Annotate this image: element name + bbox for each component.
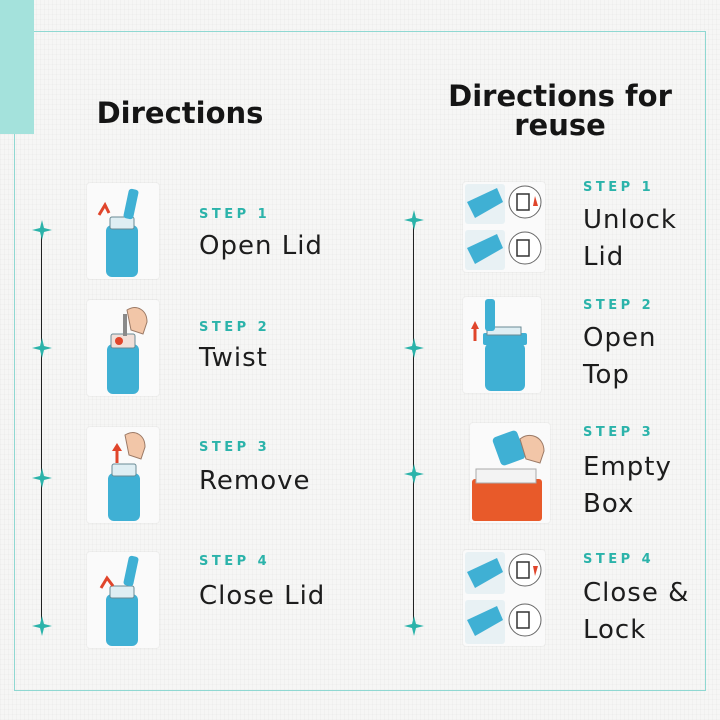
- reuse-heading: Directions for reuse: [420, 82, 700, 140]
- open-top-illustration: [463, 297, 541, 393]
- sparkle-icon: [32, 338, 52, 358]
- reuse-timeline-line: [413, 220, 414, 628]
- sparkle-icon: [404, 464, 424, 484]
- step-label: STEP 2: [583, 298, 655, 313]
- close-lid-illustration: [87, 552, 159, 648]
- open-lid-illustration: [87, 183, 159, 279]
- step-text: Unlock Lid: [583, 202, 720, 276]
- step-text: Remove: [199, 466, 311, 496]
- sparkle-icon: [404, 338, 424, 358]
- close-and-lock-illustration: [463, 550, 545, 646]
- decorative-frame: [14, 31, 706, 691]
- unlock-lid-illustration: [463, 182, 545, 272]
- twist-illustration: [87, 300, 159, 396]
- directions-heading: Directions: [96, 96, 264, 130]
- step-text: Twist: [199, 343, 268, 373]
- step-label: STEP 3: [583, 425, 655, 440]
- step-label: STEP 2: [199, 320, 271, 335]
- step-label: STEP 1: [583, 180, 655, 195]
- sparkle-icon: [32, 468, 52, 488]
- step-text-line2: Box: [583, 489, 635, 519]
- step-text: Open Top: [583, 320, 720, 394]
- step-text-line2: Lock: [583, 615, 647, 645]
- sparkle-icon: [32, 220, 52, 240]
- step-text-line1: Open: [583, 323, 657, 353]
- step-text-line1: Unlock: [583, 205, 677, 235]
- step-text-line2: Lid: [583, 242, 625, 272]
- sparkle-icon: [404, 210, 424, 230]
- reuse-heading-line1: Directions for: [448, 79, 672, 113]
- step-label: STEP 1: [199, 207, 271, 222]
- sparkle-icon: [404, 616, 424, 636]
- step-text: Open Lid: [199, 231, 323, 261]
- step-label: STEP 4: [199, 554, 271, 569]
- step-text-line1: Empty: [583, 452, 672, 482]
- empty-box-illustration: [470, 423, 550, 523]
- remove-illustration: [87, 427, 159, 523]
- corner-accent-block: [0, 0, 34, 134]
- step-text: Close Lid: [199, 581, 326, 611]
- directions-timeline-line: [41, 232, 42, 628]
- step-text-line1: Close &: [583, 578, 690, 608]
- step-label: STEP 4: [583, 552, 655, 567]
- step-text-line2: Top: [583, 360, 630, 390]
- step-text: Close & Lock: [583, 575, 720, 649]
- step-label: STEP 3: [199, 440, 271, 455]
- reuse-heading-line2: reuse: [514, 108, 606, 142]
- step-text: Empty Box: [583, 449, 720, 523]
- sparkle-icon: [32, 616, 52, 636]
